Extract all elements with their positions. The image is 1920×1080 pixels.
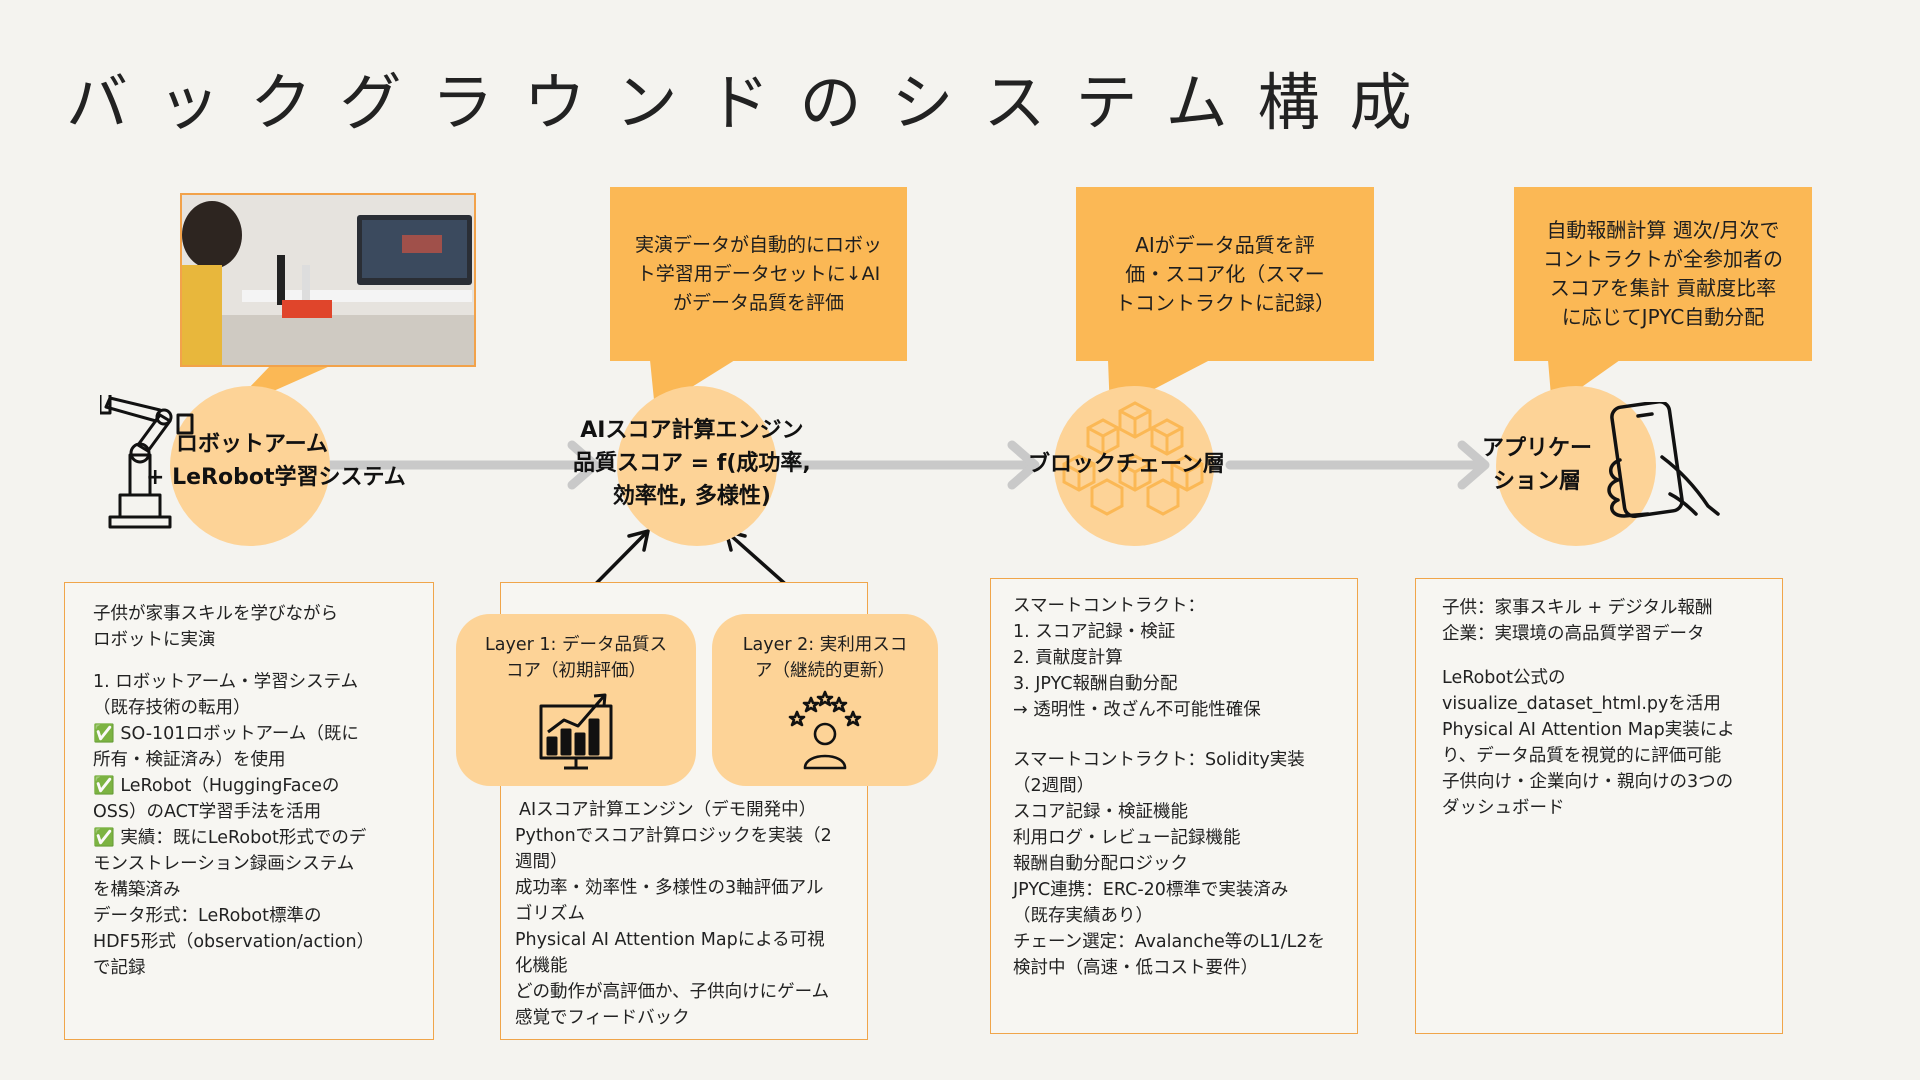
- growth-chart-icon: [539, 693, 613, 770]
- bubble-blockchain-record: AIがデータ品質を評価・スコア化（スマートコントラクトに記録）: [1076, 187, 1374, 361]
- demonstration-photo-illustration: [182, 195, 474, 365]
- node-label-application: アプリケー ション層: [1482, 436, 1593, 494]
- node-label-ai-engine: AIスコア計算エンジン 品質スコア = f(成功率, 効率性, 多様性): [573, 418, 811, 509]
- arrow-1-head: [567, 440, 600, 490]
- robot-arm-icon: [100, 395, 194, 529]
- node-label-blockchain: ブロックチェーン層: [1028, 452, 1225, 477]
- info-box-blockchain: スマートコントラクト： 1. スコア記録・検証 2. 貢献度計算 3. JPYC…: [990, 578, 1358, 1034]
- node-circle-blockchain: [1054, 386, 1214, 546]
- info-box-application: 子供：家事スキル + デジタル報酬 企業：実環境の高品質学習データ LeRobo…: [1415, 578, 1783, 1034]
- demonstration-photo: [180, 193, 476, 367]
- node-label-robot: ロボットアーム + LeRobot学習システム: [146, 432, 406, 490]
- arrow-3-head: [1457, 440, 1490, 490]
- layer-2-card: Layer 2: 実利用スコ ア（継続的更新）: [712, 614, 938, 786]
- layer-1-card: Layer 1: データ品質ス コア（初期評価）: [456, 614, 696, 786]
- node-circle-robot: [170, 386, 330, 546]
- blockchain-cubes-icon: [1062, 401, 1204, 516]
- user-rating-stars-icon: [788, 690, 862, 770]
- page-title: バックグラウンドのシステム構成: [66, 66, 1442, 139]
- info-box-robot: 子供が家事スキルを学びながら ロボットに実演 1. ロボットアーム・学習システム…: [64, 582, 434, 1040]
- node-circle-application: [1496, 386, 1656, 546]
- smartphone-hand-icon: [1607, 402, 1720, 518]
- bubble-auto-reward: 自動報酬計算 週次/月次でコントラクトが全参加者のスコアを集計 貢献度比率に応じ…: [1514, 187, 1812, 361]
- arrow-2-head: [1007, 440, 1040, 490]
- node-circle-ai-engine: [617, 386, 777, 546]
